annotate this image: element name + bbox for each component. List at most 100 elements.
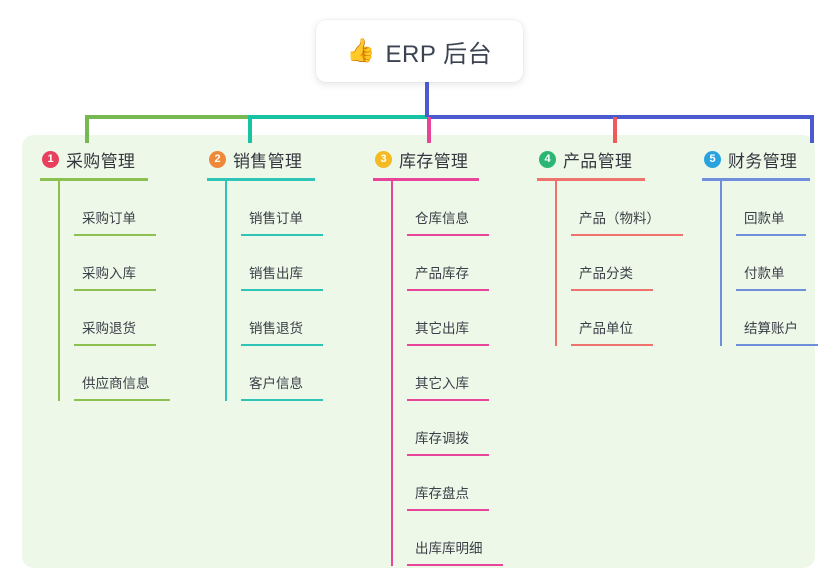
menu-item-rule: [407, 234, 489, 236]
menu-item[interactable]: 回款单: [736, 181, 810, 236]
menu-item-rule: [74, 344, 156, 346]
menu-item-label: 产品库存: [415, 266, 469, 281]
menu-item-rule: [736, 234, 806, 236]
column-purchase: 1 采购管理采购订单采购入库采购退货供应商信息: [40, 147, 170, 401]
drop-purchase: [85, 117, 89, 143]
menu-item-label: 销售退货: [249, 321, 303, 336]
column-items-inventory: 仓库信息产品库存其它出库其它入库库存调拨库存盘点出库库明细: [391, 181, 503, 566]
menu-item-rule: [407, 289, 489, 291]
drop-sales: [248, 117, 252, 143]
menu-item[interactable]: 销售退货: [241, 291, 323, 346]
column-header-purchase[interactable]: 1 采购管理: [40, 147, 148, 171]
column-title-purchase: 采购管理: [66, 151, 136, 171]
menu-item-rule: [407, 399, 489, 401]
menu-item-label: 仓库信息: [415, 211, 469, 226]
menu-item[interactable]: 产品分类: [571, 236, 653, 291]
menu-item-label: 回款单: [744, 211, 785, 226]
column-inventory: 3 库存管理仓库信息产品库存其它出库其它入库库存调拨库存盘点出库库明细: [373, 147, 503, 566]
column-header-finance[interactable]: 5 财务管理: [702, 147, 810, 171]
column-items-finance: 回款单付款单结算账户: [720, 181, 818, 346]
menu-item-label: 采购入库: [82, 266, 136, 281]
root-stem-connector: [425, 82, 429, 117]
drop-inventory: [427, 117, 431, 143]
column-header-sales[interactable]: 2 销售管理: [207, 147, 315, 171]
menu-item[interactable]: 产品库存: [407, 236, 489, 291]
menu-item[interactable]: 供应商信息: [74, 346, 170, 401]
segment-purchase-sales: [85, 115, 249, 119]
menu-item-label: 产品分类: [579, 266, 633, 281]
menu-item-rule: [241, 344, 323, 346]
spine-inventory: [391, 181, 393, 566]
menu-item-rule: [571, 289, 653, 291]
menu-item[interactable]: 库存调拨: [407, 401, 489, 456]
column-items-sales: 销售订单销售出库销售退货客户信息: [225, 181, 323, 401]
menu-item-rule: [407, 564, 503, 566]
segment-inventory-finance: [427, 115, 814, 119]
menu-item-rule: [407, 454, 489, 456]
menu-item-label: 其它入库: [415, 376, 469, 391]
menu-item-label: 库存盘点: [415, 486, 469, 501]
menu-item-label: 供应商信息: [82, 376, 150, 391]
menu-item[interactable]: 采购入库: [74, 236, 156, 291]
menu-item-rule: [571, 344, 653, 346]
spine-purchase: [58, 181, 60, 401]
column-header-rule-inventory: [373, 178, 479, 181]
menu-item[interactable]: 产品（物料）: [571, 181, 683, 236]
column-title-sales: 销售管理: [233, 151, 303, 171]
column-header-product[interactable]: 4 产品管理: [537, 147, 645, 171]
column-title-product: 产品管理: [563, 151, 633, 171]
column-header-rule-finance: [702, 178, 810, 181]
menu-item-label: 采购退货: [82, 321, 136, 336]
column-title-finance: 财务管理: [728, 151, 798, 171]
menu-item[interactable]: 其它出库: [407, 291, 489, 346]
menu-item[interactable]: 其它入库: [407, 346, 489, 401]
menu-item-label: 结算账户: [744, 321, 798, 336]
menu-item-label: 付款单: [744, 266, 785, 281]
menu-item-rule: [241, 289, 323, 291]
badge-number-inventory: 3: [375, 150, 392, 168]
menu-item-rule: [571, 234, 683, 236]
menu-item[interactable]: 销售订单: [241, 181, 323, 236]
thumbs-up-icon: 👍: [346, 36, 376, 63]
menu-item[interactable]: 产品单位: [571, 291, 653, 346]
column-title-inventory: 库存管理: [399, 151, 469, 171]
menu-item-rule: [74, 234, 156, 236]
column-finance: 5 财务管理回款单付款单结算账户: [702, 147, 818, 346]
column-header-inventory[interactable]: 3 库存管理: [373, 147, 479, 171]
menu-item[interactable]: 采购退货: [74, 291, 156, 346]
menu-item-label: 产品（物料）: [579, 211, 660, 226]
spine-finance: [720, 181, 722, 346]
spine-sales: [225, 181, 227, 401]
badge-number-sales: 2: [209, 150, 226, 168]
menu-item-label: 销售出库: [249, 266, 303, 281]
spine-product: [555, 181, 557, 346]
menu-item-label: 出库库明细: [415, 541, 483, 556]
menu-item[interactable]: 库存盘点: [407, 456, 489, 511]
root-node-title: ERP 后台: [385, 40, 493, 68]
column-product: 4 产品管理产品（物料） 产品分类产品单位: [537, 147, 683, 346]
menu-item[interactable]: 仓库信息: [407, 181, 489, 236]
menu-item-rule: [241, 399, 323, 401]
menu-item-rule: [407, 509, 489, 511]
segment-sales-inventory: [248, 115, 428, 119]
menu-item-label: 库存调拨: [415, 431, 469, 446]
menu-item[interactable]: 付款单: [736, 236, 810, 291]
column-items-product: 产品（物料） 产品分类产品单位: [555, 181, 683, 346]
root-node-erp-backend[interactable]: 👍 ERP 后台: [316, 20, 523, 82]
badge-number-finance: 5: [704, 150, 721, 168]
column-header-rule-purchase: [40, 178, 148, 181]
menu-item[interactable]: 客户信息: [241, 346, 323, 401]
menu-item[interactable]: 销售出库: [241, 236, 323, 291]
drop-product: [613, 117, 617, 143]
menu-item[interactable]: 采购订单: [74, 181, 156, 236]
menu-item-label: 产品单位: [579, 321, 633, 336]
menu-item-rule: [241, 234, 323, 236]
menu-item[interactable]: 出库库明细: [407, 511, 503, 566]
menu-item[interactable]: 结算账户: [736, 291, 818, 346]
badge-number-purchase: 1: [42, 150, 59, 168]
diagram-panel-background: [22, 135, 815, 568]
menu-item-rule: [736, 344, 818, 346]
menu-item-rule: [74, 289, 156, 291]
menu-item-label: 采购订单: [82, 211, 136, 226]
badge-number-product: 4: [539, 150, 556, 168]
